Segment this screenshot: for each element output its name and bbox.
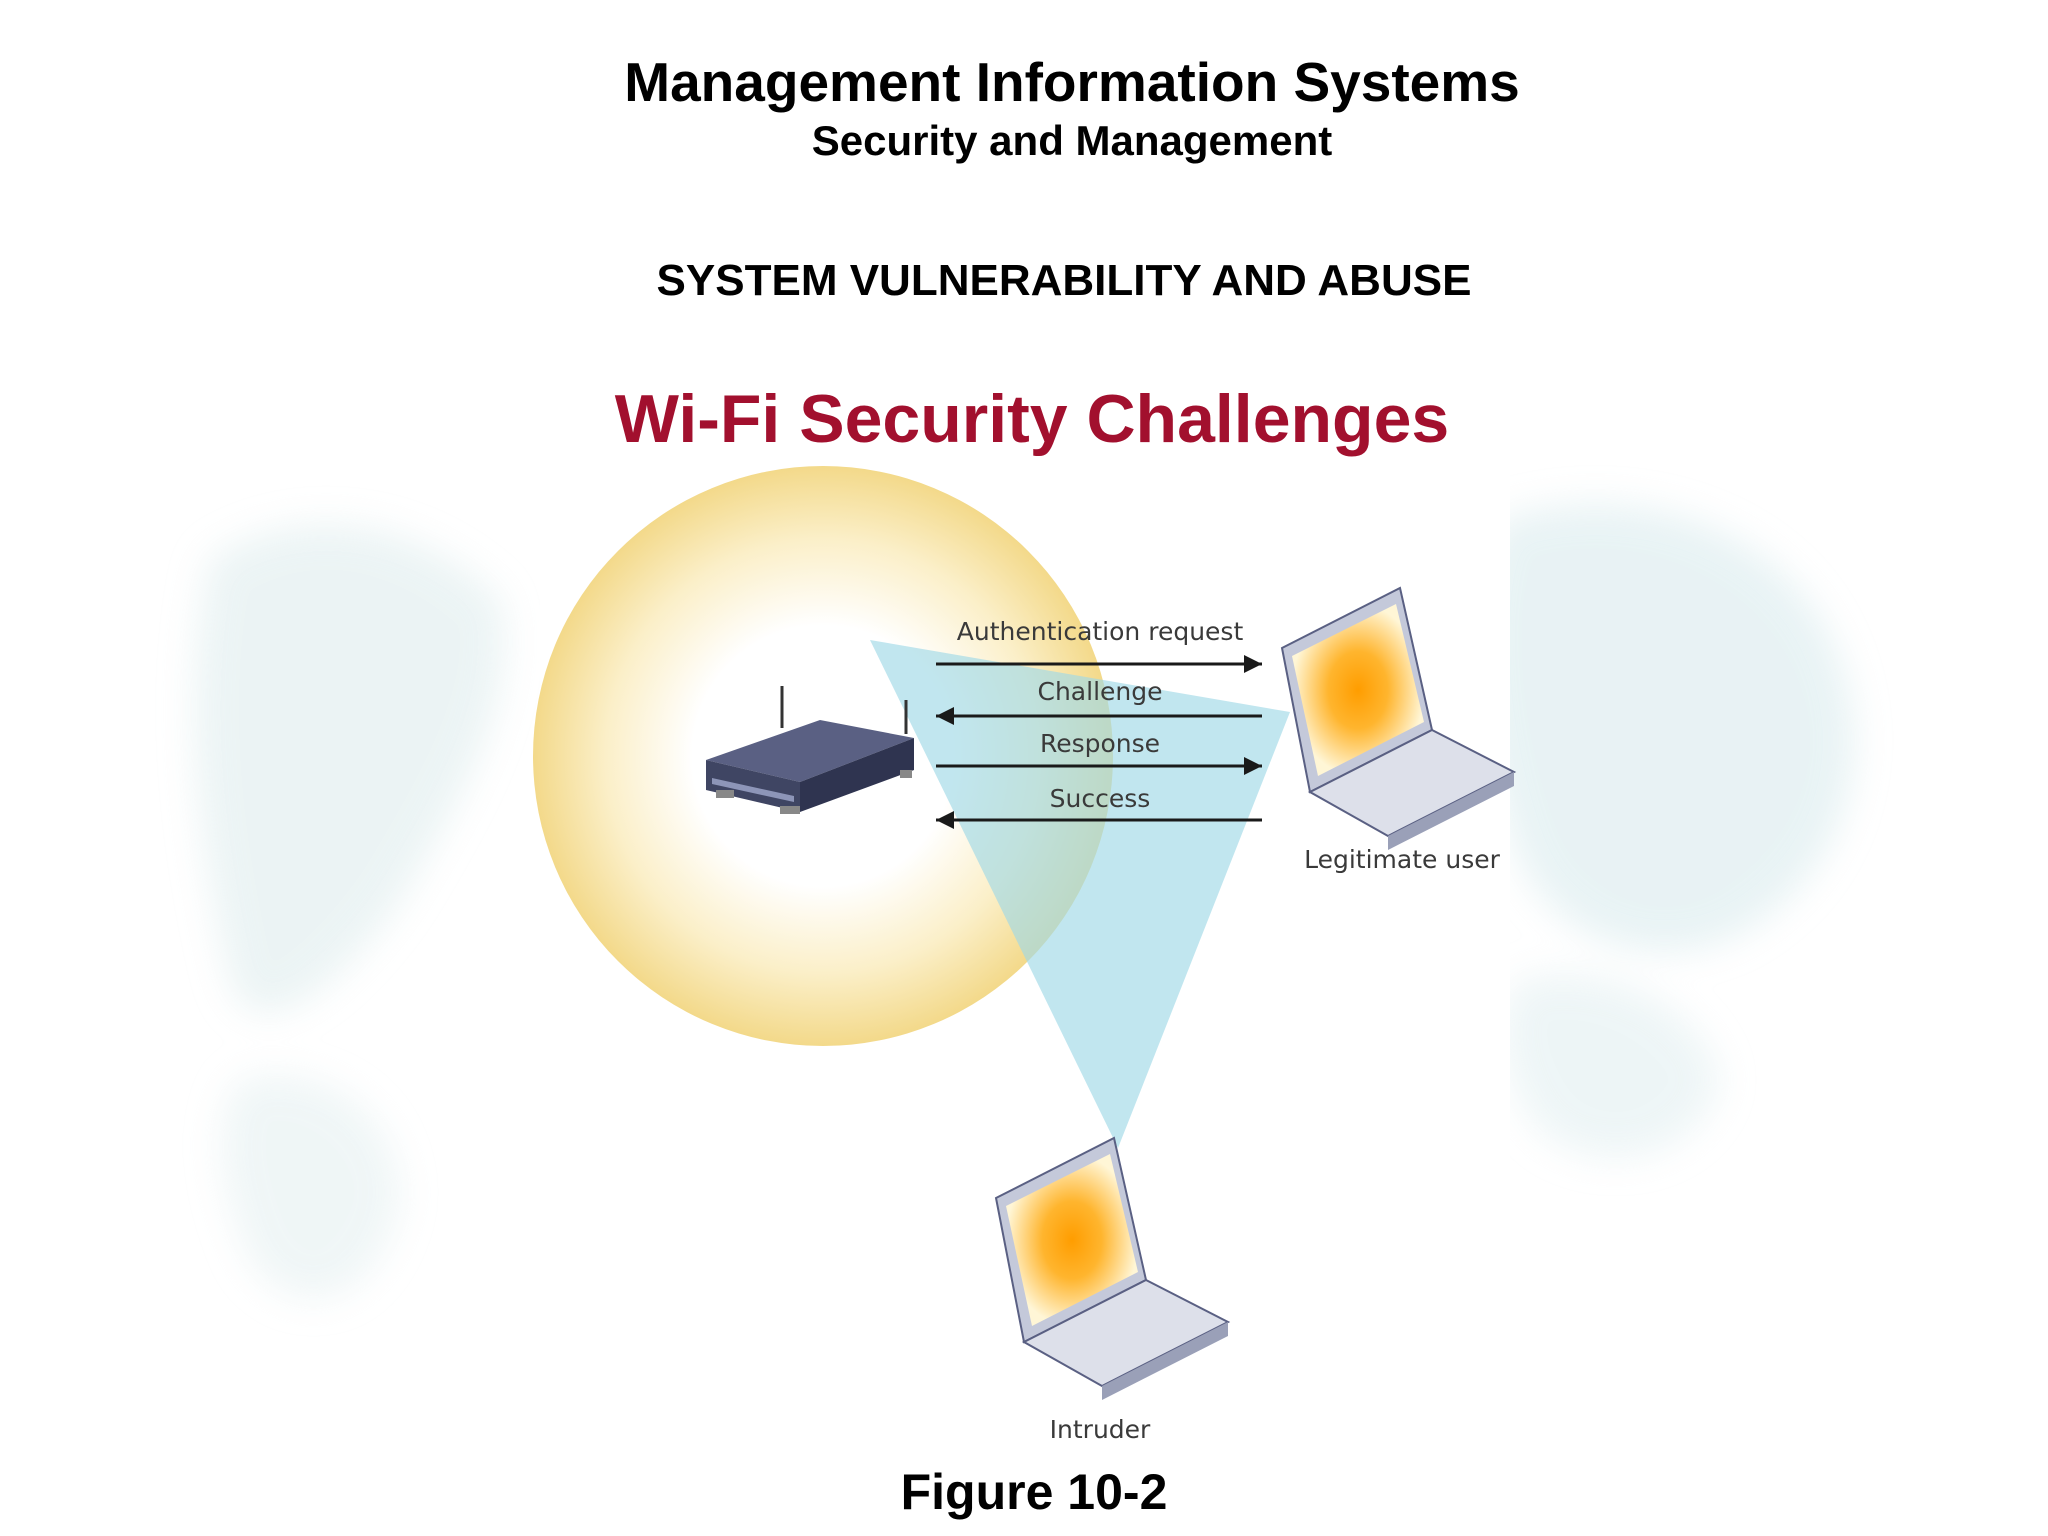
intruder-laptop-icon [994,1136,1231,1400]
router-icon [706,686,914,814]
legitimate-user-label: Legitimate user [1304,845,1500,874]
section-title: SYSTEM VULNERABILITY AND ABUSE [656,256,1472,305]
slide-title: Wi-Fi Security Challenges [614,381,1450,457]
message-label-response: Response [1040,729,1160,758]
subtitle: Security and Management [811,117,1333,164]
message-label-challenge: Challenge [1038,677,1163,706]
message-label-success: Success [1050,784,1151,813]
message-label-authentication-request: Authentication request [957,617,1244,646]
intruder-label: Intruder [1050,1415,1151,1444]
main-title: Management Information Systems [624,51,1520,113]
figure-caption: Figure 10-2 [900,1464,1168,1520]
legitimate-user-laptop-icon [1280,586,1517,850]
